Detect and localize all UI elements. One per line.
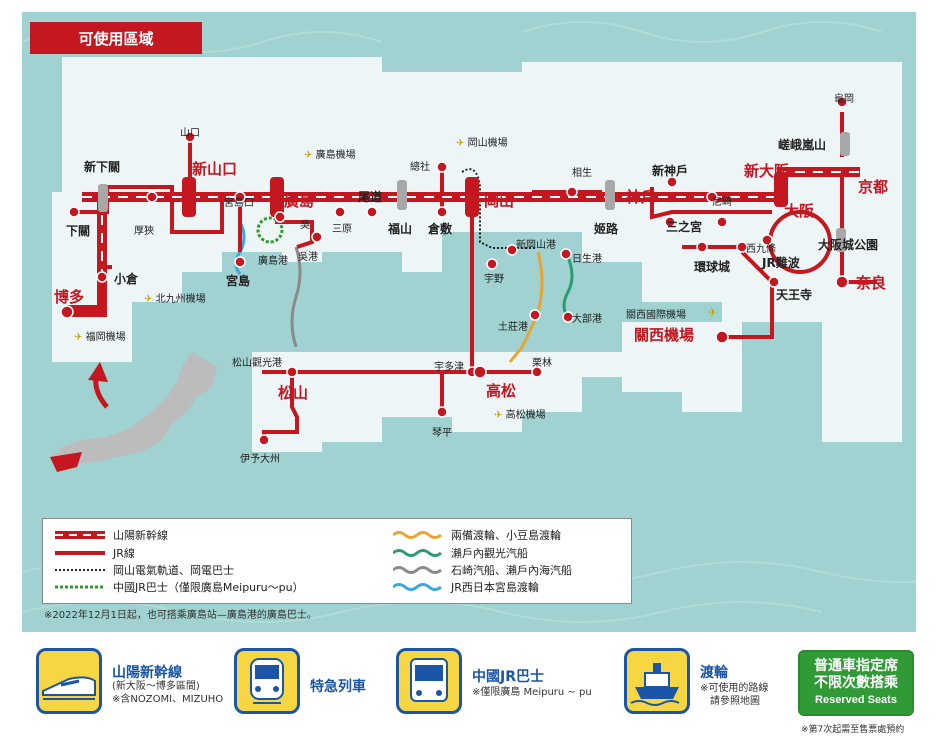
reserved-line1: 普通車指定席 bbox=[814, 657, 898, 674]
japan-highlight bbox=[50, 452, 82, 472]
chugoku-bus-loop bbox=[256, 216, 284, 244]
reserved-line3: Reserved Seats bbox=[815, 693, 897, 706]
shinkansen-title: 山陽新幹線 bbox=[112, 665, 182, 681]
legend-shinkansen-swatch bbox=[55, 531, 105, 539]
station-dots bbox=[60, 96, 849, 446]
shinkansen-sub2: ※含NOZOMI、MIZUHO bbox=[112, 694, 224, 705]
area-title: 可使用區域 bbox=[30, 22, 202, 54]
shinkansen-sub1: (新大阪～博多區間) bbox=[112, 681, 200, 692]
legend-okayama-tram: 岡山電氣軌道、岡電巴士 bbox=[55, 562, 234, 578]
legend-ferry-jrwest: JR西日本宮島渡輪 bbox=[393, 579, 539, 595]
bus-title: 中國JR巴士 bbox=[472, 669, 544, 685]
japan-inset bbox=[50, 352, 217, 472]
ferry-sub1: ※可使用的路線 bbox=[700, 683, 769, 694]
legend-setonaikai-swatch bbox=[393, 549, 442, 557]
major-stations bbox=[182, 172, 788, 217]
bus-icon bbox=[396, 648, 462, 714]
legend-ferry-ryobi: 兩備渡輪、小豆島渡輪 bbox=[393, 527, 561, 543]
express-title: 特急列車 bbox=[310, 679, 366, 695]
express-train-icon bbox=[234, 648, 300, 714]
ferry-title: 渡輪 bbox=[700, 665, 728, 681]
ferry-ishizaki bbox=[290, 246, 302, 348]
legend-ryobi-swatch bbox=[393, 531, 442, 539]
legend-sanyo-shinkansen: 山陽新幹線 bbox=[55, 527, 168, 543]
legend-ferry-ishizaki: 石崎汽船、瀨戶內海汽船 bbox=[393, 562, 572, 578]
reserved-seats-badge: 普通車指定席 不限次數搭乘 Reserved Seats bbox=[798, 650, 914, 716]
ferry-setonaikai bbox=[562, 256, 574, 318]
shinkansen-icon bbox=[36, 648, 102, 714]
legend-chugoku-bus: 中國JR巴士（僅限廣島Meipuru～pu） bbox=[55, 579, 304, 595]
legend: 山陽新幹線 JR線 岡山電氣軌道、岡電巴士 中國JR巴士（僅限廣島Meipuru… bbox=[42, 518, 632, 604]
legend-jrwest-swatch bbox=[393, 583, 442, 591]
okayama-tram bbox=[461, 168, 536, 249]
ferry-icon bbox=[624, 648, 690, 714]
legend-bus-swatch bbox=[55, 585, 105, 589]
land bbox=[52, 57, 902, 452]
ticket-coverage-bar bbox=[0, 634, 940, 748]
inset-arrow-head bbox=[88, 362, 108, 382]
legend-ferry-setonaikai: 瀨戶內觀光汽船 bbox=[393, 545, 528, 561]
bus-sub1: ※僅限廣島 Meipuru ~ pu bbox=[472, 687, 592, 698]
legend-ishizaki-swatch bbox=[393, 566, 442, 574]
footnote: ※2022年12月1日起，也可搭乘廣島站—廣島港的廣島巴士。 bbox=[44, 610, 317, 621]
ferry-sub2: 請參照地圖 bbox=[710, 696, 760, 707]
grey-stations bbox=[98, 132, 850, 252]
legend-jr-line: JR線 bbox=[55, 545, 135, 561]
reserved-note: ※第7次起需至售票處預約 bbox=[801, 725, 905, 735]
legend-jr-swatch bbox=[55, 551, 105, 555]
legend-tram-swatch bbox=[55, 569, 105, 571]
reserved-line2: 不限次數搭乘 bbox=[814, 674, 898, 691]
